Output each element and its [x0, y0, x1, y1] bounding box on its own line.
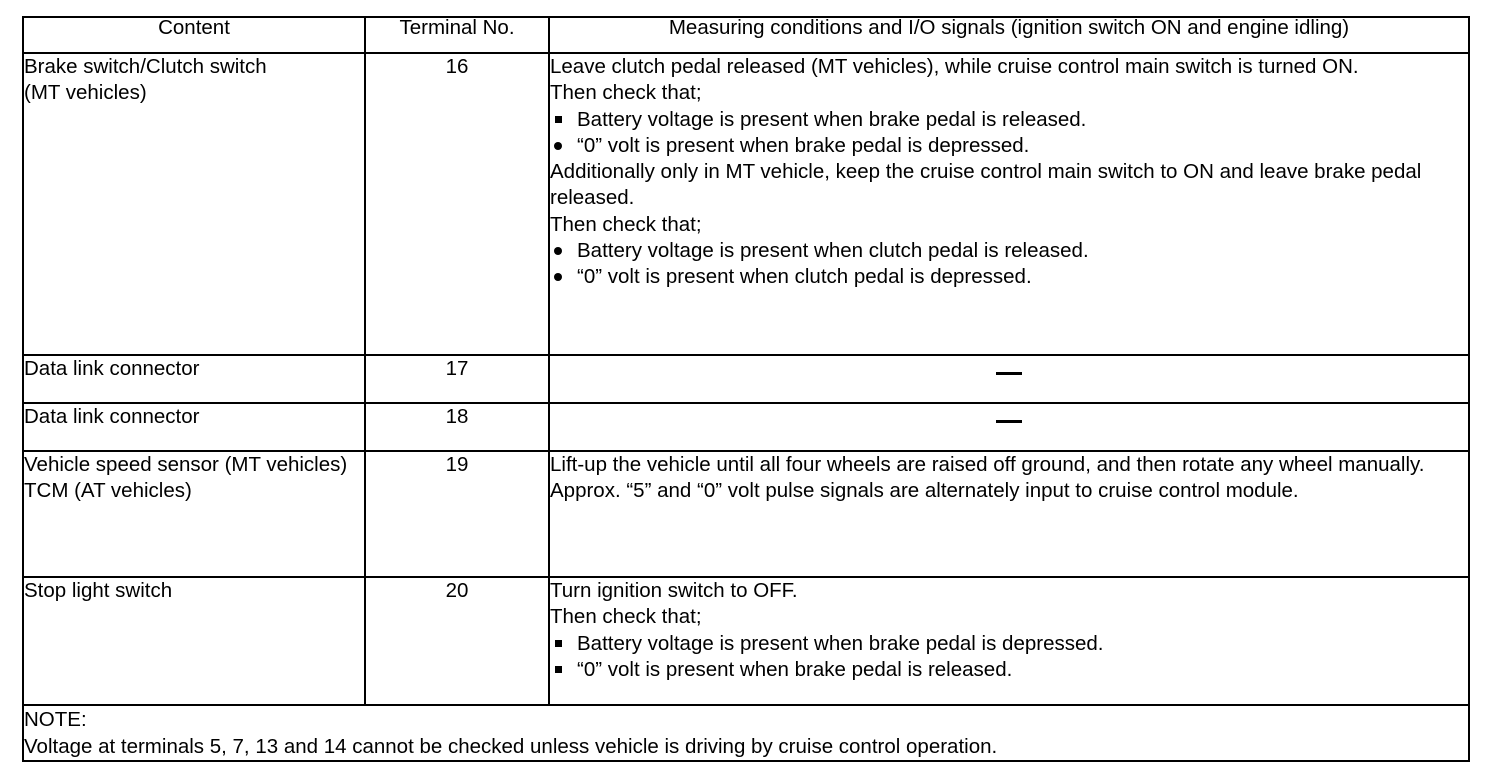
- measuring-line: Then check that;: [550, 605, 702, 629]
- em-dash-icon: [996, 420, 1022, 424]
- bullet-text: “0” volt is present when clutch pedal is…: [577, 265, 1032, 289]
- column-header-content: Content: [22, 16, 366, 54]
- note-text: Voltage at terminals 5, 7, 13 and 14 can…: [24, 735, 998, 758]
- row-measuring-cell: Turn ignition switch to OFF. Then check …: [548, 576, 1470, 706]
- row-content-cell: Brake switch/Clutch switch (MT vehicles): [22, 52, 366, 356]
- table-row: Brake switch/Clutch switch (MT vehicles)…: [22, 52, 1470, 356]
- content-line: (MT vehicles): [24, 81, 147, 104]
- table-header: Content Terminal No. Measuring condition…: [22, 16, 1470, 54]
- table-row: Stop light switch 20 Turn ignition switc…: [22, 576, 1470, 706]
- table-note-row: NOTE: Voltage at terminals 5, 7, 13 and …: [22, 704, 1470, 762]
- row-content-cell: Data link connector: [22, 402, 366, 452]
- measuring-bullet-item: “0” volt is present when brake pedal is …: [550, 657, 1468, 683]
- row-terminal-cell: 19: [364, 450, 550, 578]
- column-header-measuring-conditions: Measuring conditions and I/O signals (ig…: [548, 16, 1470, 54]
- content-line: Data link connector: [24, 405, 200, 428]
- measuring-line: Leave clutch pedal released (MT vehicles…: [550, 55, 1359, 78]
- measuring-bullet-item: Battery voltage is present when clutch p…: [550, 238, 1468, 264]
- row-terminal-cell: 16: [364, 52, 550, 356]
- bullet-text: Battery voltage is present when brake pe…: [577, 107, 1087, 131]
- row-content-cell: Vehicle speed sensor (MT vehicles) TCM (…: [22, 450, 366, 578]
- em-dash-icon: [996, 372, 1022, 376]
- row-content-cell: Stop light switch: [22, 576, 366, 706]
- row-content-cell: Data link connector: [22, 354, 366, 404]
- content-line: TCM (AT vehicles): [24, 479, 192, 502]
- table-body: Brake switch/Clutch switch (MT vehicles)…: [22, 52, 1470, 762]
- row-terminal-cell: 17: [364, 354, 550, 404]
- bullet-dot-icon: [554, 247, 562, 256]
- row-measuring-cell: [548, 402, 1470, 452]
- bullet-text: Battery voltage is present when clutch p…: [577, 239, 1089, 263]
- measuring-bullet-item: Battery voltage is present when brake pe…: [550, 107, 1468, 133]
- bullet-dot-icon: [554, 141, 562, 150]
- measuring-line: Lift-up the vehicle until all four wheel…: [550, 453, 1425, 476]
- table-row: Vehicle speed sensor (MT vehicles) TCM (…: [22, 450, 1470, 578]
- column-header-terminal-no: Terminal No.: [364, 16, 550, 54]
- bullet-text: “0” volt is present when brake pedal is …: [577, 133, 1030, 157]
- content-line: Vehicle speed sensor (MT vehicles): [24, 453, 348, 476]
- bullet-square-icon: [555, 665, 562, 673]
- content-line: Stop light switch: [24, 579, 173, 602]
- measuring-bullet-item: “0” volt is present when brake pedal is …: [550, 133, 1468, 159]
- bullet-text: Battery voltage is present when brake pe…: [577, 631, 1104, 655]
- content-line: Brake switch/Clutch switch: [24, 55, 267, 78]
- row-measuring-cell: Lift-up the vehicle until all four wheel…: [548, 450, 1470, 578]
- measuring-line: Turn ignition switch to OFF.: [550, 579, 798, 602]
- measuring-line: Additionally only in MT vehicle, keep th…: [550, 160, 1428, 210]
- row-measuring-cell: Leave clutch pedal released (MT vehicles…: [548, 52, 1470, 356]
- row-terminal-cell: 20: [364, 576, 550, 706]
- measuring-bullet-item: “0” volt is present when clutch pedal is…: [550, 264, 1468, 290]
- terminal-measurement-table: Content Terminal No. Measuring condition…: [22, 16, 1470, 762]
- bullet-square-icon: [555, 639, 562, 647]
- measuring-line: Approx. “5” and “0” volt pulse signals a…: [550, 479, 1299, 503]
- bullet-text: “0” volt is present when brake pedal is …: [577, 657, 1013, 681]
- table-row: Data link connector 17: [22, 354, 1470, 404]
- bullet-square-icon: [555, 115, 562, 123]
- content-line: Data link connector: [24, 357, 200, 380]
- table-row: Data link connector 18: [22, 402, 1470, 452]
- table-header-row: Content Terminal No. Measuring condition…: [22, 16, 1470, 54]
- note-label: NOTE:: [24, 708, 87, 731]
- row-measuring-cell: [548, 354, 1470, 404]
- bullet-dot-icon: [554, 273, 562, 282]
- note-cell: NOTE: Voltage at terminals 5, 7, 13 and …: [22, 704, 1470, 762]
- measuring-bullet-item: Battery voltage is present when brake pe…: [550, 631, 1468, 657]
- measuring-line: Then check that;: [550, 212, 702, 236]
- row-terminal-cell: 18: [364, 402, 550, 452]
- measuring-line: Then check that;: [550, 81, 702, 105]
